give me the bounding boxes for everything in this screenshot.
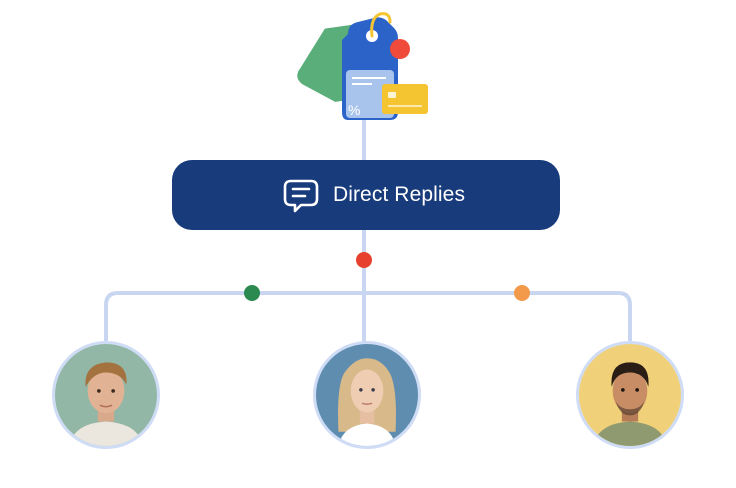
svg-text:%: % xyxy=(348,102,360,118)
person-avatar-icon xyxy=(55,344,157,446)
recipient-avatar-2 xyxy=(313,341,421,449)
card-title: Direct Replies xyxy=(332,183,466,206)
person-avatar-icon xyxy=(579,344,681,446)
center-connector-dot xyxy=(356,252,372,268)
recipient-avatar-3 xyxy=(576,341,684,449)
direct-replies-card: Direct Replies xyxy=(172,160,560,230)
chat-bubble-icon xyxy=(283,179,319,213)
price-tag-discount-icon: % xyxy=(297,12,428,121)
recipient-avatar-1 xyxy=(52,341,160,449)
person-avatar-icon xyxy=(316,344,418,446)
right-connector-dot xyxy=(514,285,530,301)
left-connector-dot xyxy=(244,285,260,301)
branch-line xyxy=(104,291,632,343)
